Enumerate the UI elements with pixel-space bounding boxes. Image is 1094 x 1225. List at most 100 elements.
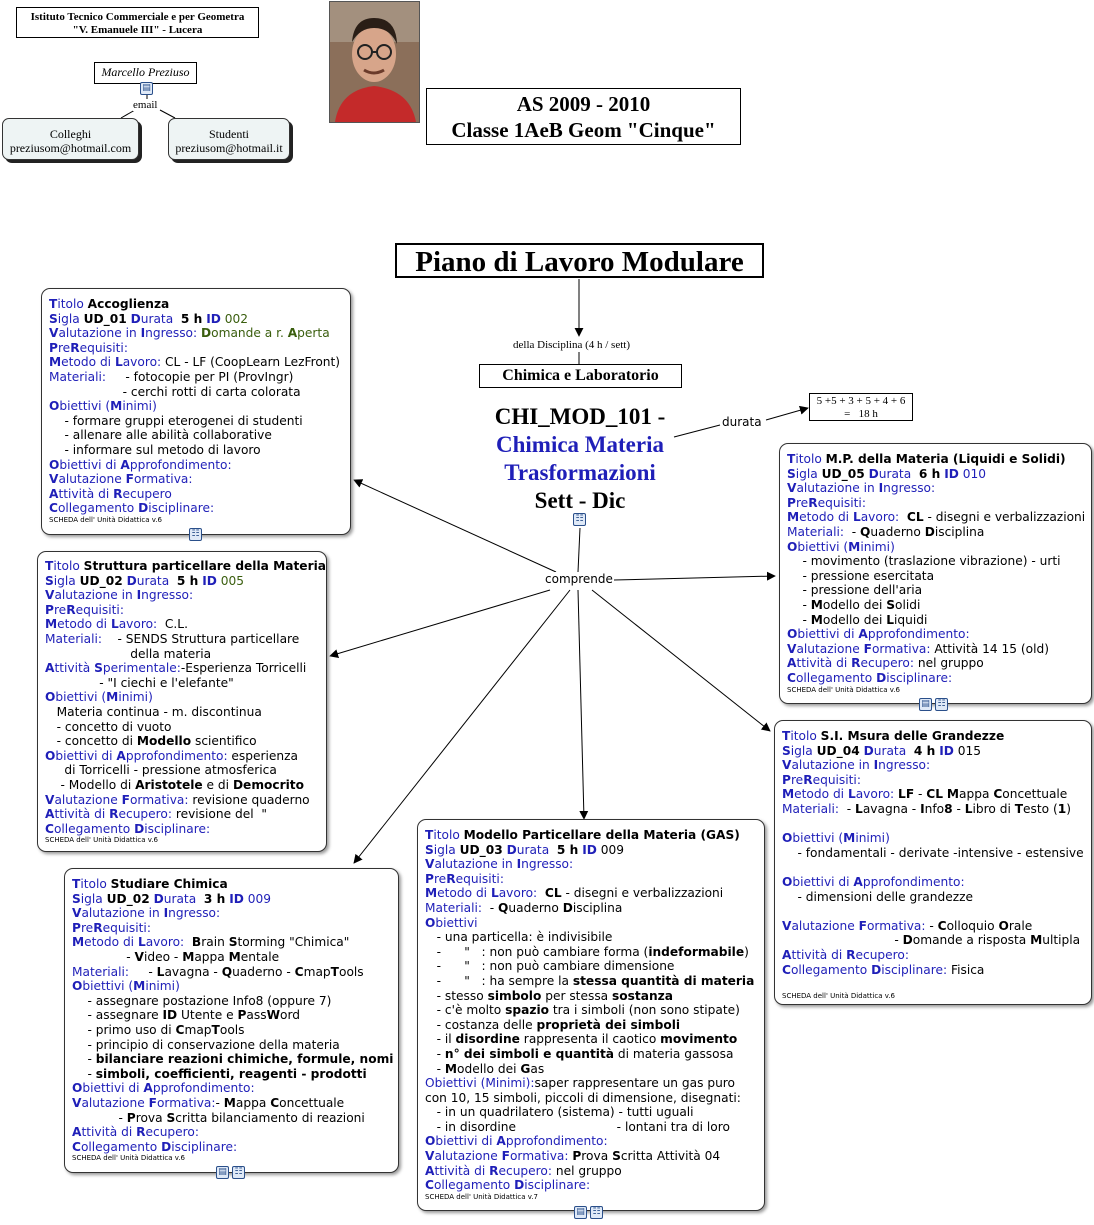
unit-line: Collegamento Disciplinare: [49, 501, 215, 516]
unit-line: Obiettivi di Approfondimento: [787, 627, 970, 642]
concept-map-icon[interactable]: ☷ [935, 698, 948, 711]
concept-map-icon[interactable]: ☷ [590, 1206, 603, 1219]
module-title: CHI_MOD_101 - Chimica Materia Trasformaz… [460, 403, 700, 515]
unit-line: - bilanciare reazioni chimiche, formule,… [72, 1052, 394, 1067]
unit-line: - pressione dell'aria [787, 583, 923, 598]
email-link-label: email [133, 99, 158, 111]
unit-line: Valutazione Formativa: revisione quadern… [45, 792, 310, 807]
concept-map-icon[interactable]: ☷ [573, 513, 586, 526]
unit-line: Valutazione in Ingresso: [45, 588, 194, 603]
unit-line: Metodo di Lavoro: C.L. [45, 617, 188, 632]
unit-line: Valutazione in Ingresso: [425, 857, 574, 872]
author-name: Marcello Preziuso [94, 62, 197, 84]
unit-line: Obiettivi [425, 915, 478, 930]
unit-footer: SCHEDA dell' Unità Didattica v.6 [787, 685, 900, 694]
unit-line: Obiettivi (Minimi) [787, 539, 895, 554]
document-icon[interactable]: ▤ [140, 82, 153, 95]
unit-line: - in un quadrilatero (sistema) - tutti u… [425, 1105, 694, 1120]
unit-line: Obiettivi di Approfondimento: [782, 874, 965, 889]
unit-line: Obiettivi (Minimi) [49, 399, 157, 414]
discipline-link-label: della Disciplina (4 h / sett) [513, 339, 630, 351]
document-icon[interactable]: ▤ [919, 698, 932, 711]
contact-studenti[interactable]: Studenti preziusom@hotmail.it [168, 118, 290, 160]
module-name-line2: Trasformazioni [504, 460, 656, 485]
unit-line: Metodo di Lavoro: LF - CL Mappa Concettu… [782, 787, 1068, 802]
unit-line: - simboli, coefficienti, reagenti - prod… [72, 1066, 367, 1081]
unit-line: - allenare alle abilità collaborative [49, 428, 272, 443]
unit-line: con 10, 15 simboli, piccoli di dimension… [425, 1090, 741, 1105]
comprende-link-label: comprende [544, 572, 614, 586]
unit-line: Materia continua - m. discontinua [45, 704, 262, 719]
unit-line: Sigla UD_03 Durata 5 h ID 009 [425, 842, 624, 857]
discipline-name: Chimica e Laboratorio [479, 364, 682, 388]
unit-line: Valutazione in Ingresso: [72, 906, 221, 921]
unit-line: PreRequisiti: [45, 602, 124, 617]
unit-line: Obiettivi (Minimi):saper rappresentare u… [425, 1076, 735, 1091]
unit-line: - primo uso di CmapTools [72, 1022, 245, 1037]
author-photo [329, 1, 420, 123]
unit-line: Attività di Recupero: [72, 1125, 199, 1140]
unit-line: PreRequisiti: [425, 871, 504, 886]
unit-line: - " : non può cambiare forma (indeformab… [425, 944, 749, 959]
unit-line: PreRequisiti: [787, 495, 866, 510]
unit-line: Attività di Recupero: nel gruppo [425, 1163, 622, 1178]
unit-card-ud02-struttura[interactable]: Titolo Struttura particellare della Mate… [37, 551, 327, 852]
document-icon[interactable]: ▤ [216, 1166, 229, 1179]
unit-line: - fondamentali - derivate -intensive - e… [782, 845, 1084, 860]
unit-lines: Titolo Struttura particellare della Mate… [45, 559, 326, 836]
unit-line: Titolo Studiare Chimica [72, 877, 228, 891]
unit-line: Materiali: - fotocopie per PI (ProvIngr) [49, 369, 294, 384]
unit-line: Collegamento Disciplinare: [787, 670, 953, 685]
unit-line: Obiettivi di Approfondimento: esperienza [45, 748, 299, 763]
unit-line: Materiali: - Lavagna - Quaderno - CmapTo… [72, 964, 364, 979]
school-name: Istituto Tecnico Commerciale e per Geome… [16, 7, 259, 38]
module-code: CHI_MOD_101 - [494, 404, 666, 429]
unit-line: Obiettivi (Minimi) [72, 979, 180, 994]
unit-line: PreRequisiti: [782, 772, 861, 787]
unit-line: Obiettivi di Approfondimento: [72, 1081, 255, 1096]
unit-line: Attività Sperimentale:-Esperienza Torric… [45, 661, 307, 676]
portrait-image [330, 2, 419, 122]
unit-line: Titolo S.I. Msura delle Grandezze [782, 729, 1005, 743]
durata-link-label: durata [722, 415, 762, 429]
module-name-line1: Chimica Materia [496, 432, 664, 457]
school-name-line1: Istituto Tecnico Commerciale e per Geome… [30, 11, 245, 23]
unit-line: - Modello di Aristotele e di Democrito [45, 777, 305, 792]
unit-line: - in disordine - lontani tra di loro [425, 1119, 730, 1134]
unit-line: Sigla UD_05 Durata 6 h ID 010 [787, 466, 986, 481]
unit-line: della materia [45, 646, 212, 661]
contact-colleghi[interactable]: Colleghi preziusom@hotmail.com [2, 118, 139, 160]
unit-line: Attività di Recupero: revisione del " [45, 807, 267, 822]
unit-line: - Modello dei Liquidi [787, 612, 928, 627]
unit-line: Titolo Modello Particellare della Materi… [425, 828, 740, 842]
unit-lines: Titolo Modello Particellare della Materi… [425, 828, 757, 1193]
unit-line: - Modello dei Solidi [787, 597, 921, 612]
unit-line: Sigla UD_04 Durata 4 h ID 015 [782, 743, 981, 758]
unit-line: - pressione esercitata [787, 568, 935, 583]
unit-card-ud03[interactable]: Titolo Modello Particellare della Materi… [417, 819, 765, 1211]
unit-line: Titolo M.P. della Materia (Liquidi e Sol… [787, 452, 1066, 466]
unit-footer: SCHEDA dell' Unità Didattica v.7 [425, 1192, 538, 1201]
unit-footer: SCHEDA dell' Unità Didattica v.6 [72, 1154, 185, 1163]
unit-line: - una particella: è indivisibile [425, 930, 613, 945]
unit-line: Valutazione Formativa: Prova Scritta Att… [425, 1149, 721, 1164]
unit-line: - stesso simbolo per stessa sostanza [425, 988, 673, 1003]
unit-card-ud05[interactable]: Titolo M.P. della Materia (Liquidi e Sol… [779, 443, 1092, 704]
unit-line: Metodo di Lavoro: Brain Storming "Chimic… [72, 935, 350, 950]
unit-line: Sigla UD_01 Durata 5 h ID 002 [49, 311, 248, 326]
unit-line: Metodo di Lavoro: CL - disegni e verbali… [787, 510, 1086, 525]
unit-line: Collegamento Disciplinare: [72, 1139, 238, 1154]
unit-line: - principio di conservazione della mater… [72, 1037, 340, 1052]
unit-line: Materiali: - Quaderno Disciplina [787, 524, 985, 539]
document-icon[interactable]: ▤ [574, 1206, 587, 1219]
unit-line: - assegnare ID Utente e PassWord [72, 1008, 301, 1023]
unit-line: - concetto di vuoto [45, 719, 172, 734]
unit-line: - Modello dei Gas [425, 1061, 545, 1076]
concept-map-icon[interactable]: ☷ [232, 1166, 245, 1179]
unit-line: - costanza delle proprietà dei simboli [425, 1017, 681, 1032]
concept-map-icon[interactable]: ☷ [189, 528, 202, 541]
